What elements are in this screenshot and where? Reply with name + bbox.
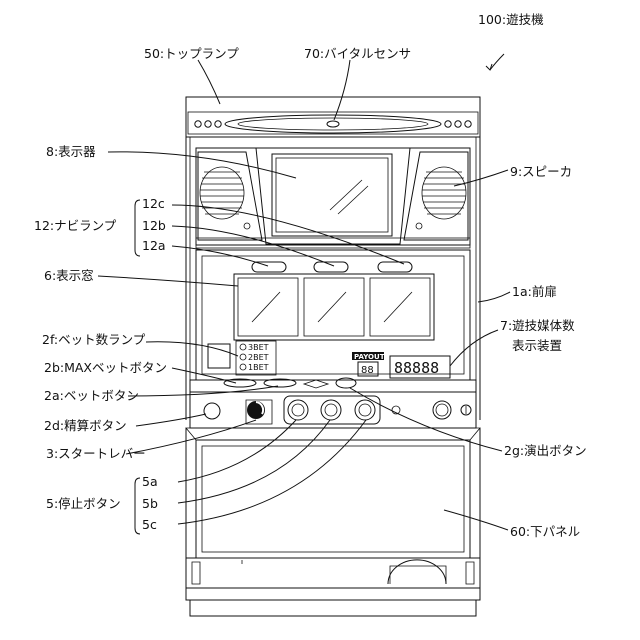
front-door-label: 1a:前扉 <box>512 284 557 299</box>
bet-button-label: 2a:ベットボタン <box>44 388 139 403</box>
navi-lamp-label: 12:ナビランプ <box>34 218 117 233</box>
speaker-right-grill <box>422 167 466 219</box>
stop-button-5c-shape[interactable] <box>355 400 375 420</box>
bet-lamp-label: 2f:ベット数ランプ <box>42 332 146 347</box>
settle-button-shape[interactable] <box>204 403 220 419</box>
machine-label: 100:遊技機 <box>478 12 544 27</box>
settle-button-label: 2d:精算ボタン <box>44 418 127 433</box>
bet1-label: 1BET <box>248 363 269 372</box>
bet2-label: 2BET <box>248 353 269 362</box>
start-lever-label: 3:スタートレバー <box>46 446 146 461</box>
callout-labels: 100:遊技機 50:トップランプ 70:バイタルセンサ 8:表示器 9:スピー… <box>34 12 587 539</box>
payout-label: PAYOUT <box>354 353 385 361</box>
stop-button-5b-shape[interactable] <box>321 400 341 420</box>
effect-button-label: 2g:演出ボタン <box>504 443 587 458</box>
stop-5c-label: 5c <box>142 517 157 532</box>
lower-panel-label: 60:下パネル <box>510 524 580 539</box>
top-lamp-label: 50:トップランプ <box>144 46 239 61</box>
vital-sensor-label: 70:バイタルセンサ <box>304 46 411 61</box>
stop-button-label: 5:停止ボタン <box>46 496 121 511</box>
stop-button-5a-shape[interactable] <box>288 400 308 420</box>
machine-body: 3BET 2BET 1BET PAYOUT 88 88888 <box>186 97 480 616</box>
navi-12a-label: 12a <box>142 238 166 253</box>
navi-12b-label: 12b <box>142 218 166 233</box>
payout-digits: 88 <box>361 365 374 376</box>
medal-display-label-1: 7:遊技媒体数 <box>500 318 575 333</box>
speaker-label: 9:スピーカ <box>510 164 572 179</box>
bet3-label: 3BET <box>248 343 269 352</box>
credit-digits: 88888 <box>394 359 439 377</box>
navi-12c-label: 12c <box>142 196 165 211</box>
stop-5b-label: 5b <box>142 496 158 511</box>
stop-5a-label: 5a <box>142 474 158 489</box>
display-label: 8:表示器 <box>46 144 96 159</box>
display-window-label: 6:表示窓 <box>44 268 94 283</box>
medal-display-label-2: 表示装置 <box>512 338 562 353</box>
max-bet-label: 2b:MAXベットボタン <box>44 360 167 375</box>
